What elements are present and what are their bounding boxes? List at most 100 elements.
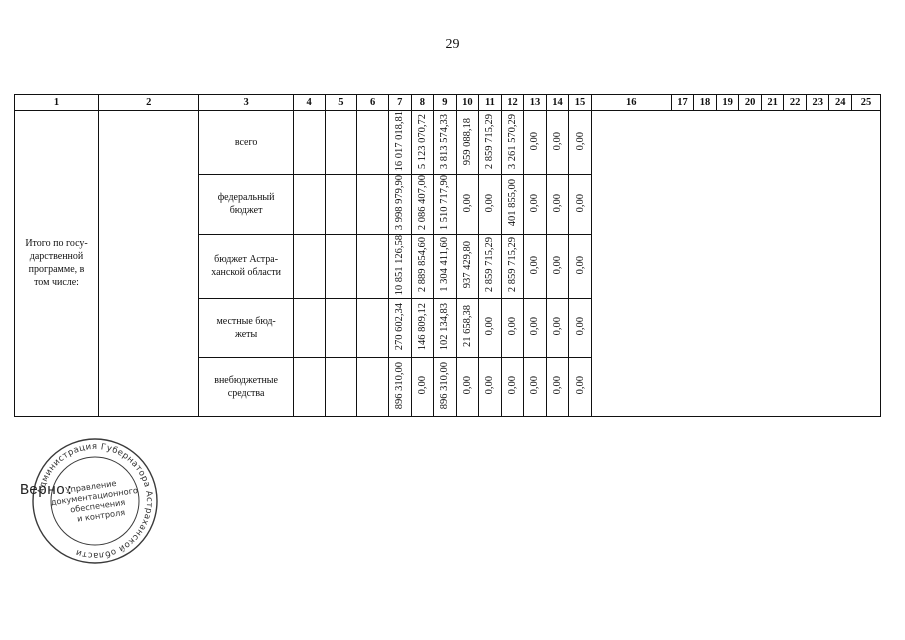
empty-cell <box>292 109 326 176</box>
funding-source-label: местные бюд- жеты <box>198 297 294 358</box>
column-header: 14 <box>545 94 570 111</box>
value-text: 2 859 715,29 <box>506 237 518 293</box>
value-text: 0,00 <box>574 376 586 395</box>
value-cell: 0,00 <box>500 297 525 358</box>
value-cell: 0,00 <box>523 356 547 417</box>
value-cell: 0,00 <box>568 109 592 176</box>
value-cell: 0,00 <box>478 297 502 358</box>
row-group-label: Итого по госу- дарственной программе, в … <box>13 110 100 417</box>
value-text: 0,00 <box>484 193 496 213</box>
column-header: 24 <box>828 94 852 111</box>
empty-cell <box>324 174 358 235</box>
value-cell: 0,00 <box>523 233 547 299</box>
column-header: 4 <box>292 94 326 111</box>
value-cell: 0,00 <box>523 297 547 358</box>
value-text: 0,00 <box>484 317 496 336</box>
value-text: 2 889 854,60 <box>416 237 428 293</box>
column-header: 6 <box>356 94 390 111</box>
value-text: 0,00 <box>506 376 518 395</box>
table-row: Итого по госу- дарственной программе, в … <box>13 109 882 417</box>
value-cell: 896 310,00 <box>433 356 457 417</box>
value-text: 2 086 407,00 <box>416 175 428 231</box>
empty-cell <box>356 297 390 358</box>
value-cell: 401 855,00 <box>500 174 525 235</box>
column-header: 21 <box>760 94 785 111</box>
value-text: 16 017 018,81 <box>394 111 406 172</box>
empty-cell <box>324 356 358 417</box>
value-cell: 0,00 <box>568 356 592 417</box>
value-cell: 0,00 <box>568 233 592 299</box>
value-text: 2 859 715,29 <box>484 237 496 293</box>
value-text: 0,00 <box>552 317 564 336</box>
value-text: 21 658,38 <box>461 305 473 348</box>
value-cell: 896 310,00 <box>388 356 412 417</box>
value-cell: 2 859 715,29 <box>478 233 502 299</box>
value-text: 0,00 <box>529 193 541 213</box>
page-number: 29 <box>445 37 460 52</box>
empty-cell <box>356 356 390 417</box>
value-cell: 959 088,18 <box>455 109 480 176</box>
value-text: 10 851 126,58 <box>394 234 406 295</box>
value-text: 270 602,34 <box>394 302 406 350</box>
value-text: 1 510 717,90 <box>439 175 451 231</box>
column-header: 20 <box>738 94 762 111</box>
value-cell: 0,00 <box>545 233 570 299</box>
value-text: 0,00 <box>461 376 473 395</box>
column-header: 3 <box>198 94 294 111</box>
value-text: 5 123 070,72 <box>416 113 428 169</box>
value-text: 0,00 <box>574 255 586 274</box>
value-cell: 10 851 126,58 <box>388 233 412 299</box>
value-cell: 0,00 <box>545 109 570 176</box>
column-header: 13 <box>523 94 547 111</box>
empty-cell <box>324 233 358 299</box>
value-text: 0,00 <box>552 193 564 213</box>
column-header: 18 <box>693 94 717 111</box>
value-cell: 0,00 <box>478 356 502 417</box>
value-cell: 0,00 <box>455 174 480 235</box>
column-header: 8 <box>410 94 435 111</box>
value-cell: 2 859 715,29 <box>478 109 502 176</box>
value-text: 2 859 715,29 <box>484 113 496 169</box>
value-text: 0,00 <box>574 317 586 336</box>
empty-cell <box>356 174 390 235</box>
column-header: 16 <box>590 94 672 111</box>
column-2-cell <box>98 110 200 417</box>
empty-cell <box>324 109 358 176</box>
funding-source-label: федеральный бюджет <box>198 174 294 235</box>
certification-text: Верно: <box>20 482 75 499</box>
value-text: 3 998 979,90 <box>394 175 406 231</box>
value-cell: 0,00 <box>523 174 547 235</box>
value-cell: 0,00 <box>545 297 570 358</box>
value-cell: 3 813 574,33 <box>433 109 457 176</box>
value-text: 1 304 411,60 <box>439 237 451 293</box>
value-text: 0,00 <box>574 193 586 213</box>
value-text: 0,00 <box>529 132 541 151</box>
value-cell: 0,00 <box>568 174 592 235</box>
value-cell: 146 809,12 <box>410 297 435 358</box>
value-text: 0,00 <box>552 255 564 274</box>
funding-source-label: всего <box>198 109 294 176</box>
empty-cell <box>292 356 326 417</box>
column-header: 12 <box>500 94 525 111</box>
value-text: 0,00 <box>574 132 586 151</box>
value-text: 401 855,00 <box>506 179 518 227</box>
value-cell: 937 429,80 <box>455 233 480 299</box>
column-header: 5 <box>324 94 358 111</box>
column-header: 23 <box>805 94 830 111</box>
value-text: 102 134,83 <box>439 302 451 350</box>
value-cell: 0,00 <box>568 297 592 358</box>
value-cell: 2 086 407,00 <box>410 174 435 235</box>
table-row: местные бюд- жеты 270 602,34 146 809,12 102… <box>15 297 881 358</box>
empty-cell <box>356 233 390 299</box>
empty-cell <box>292 297 326 358</box>
column-header: 19 <box>715 94 740 111</box>
column-header: 11 <box>478 94 502 111</box>
empty-cell <box>356 109 390 176</box>
value-cell: 0,00 <box>523 109 547 176</box>
column-header: 2 <box>98 94 200 111</box>
value-cell: 1 304 411,60 <box>433 233 457 299</box>
